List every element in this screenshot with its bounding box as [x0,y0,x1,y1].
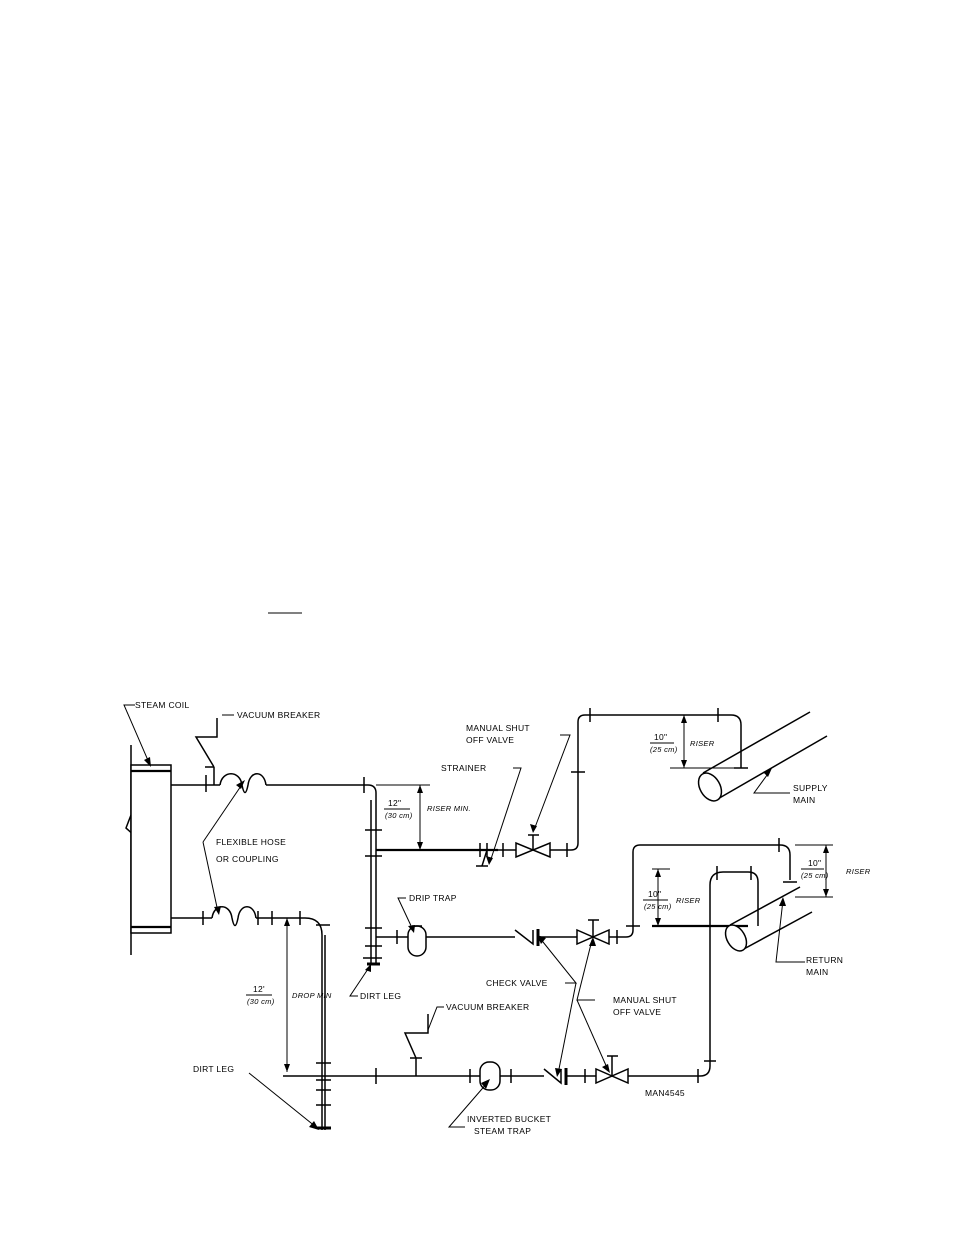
return-main-label-1: RETURN [806,955,843,965]
return-main-label-2: MAIN [806,967,828,977]
return-riser-outer-label: RISER [846,867,871,876]
vacuum-breaker-top-label: VACUUM BREAKER [237,710,320,720]
drop-min-dimension: 12' (30 cm) DROP MIN [246,918,332,1072]
return-riser-outer-dimension: 10" (25 cm) RISER [795,844,871,898]
dirt-leg-mid-label: DIRT LEG [360,991,401,1001]
inverted-bucket-label-2: STEAM TRAP [474,1126,531,1136]
drip-trap-branch [376,838,797,957]
supply-riser-num: 10" [654,732,667,742]
return-riser-inner-den: (25 cm) [644,902,672,911]
check-valve-label: CHECK VALVE [486,978,548,988]
manual-shut-bottom-label-2: OFF VALVE [613,1007,661,1017]
riser-min-dimension: 12" (30 cm) RISER MIN. [376,784,471,850]
return-riser-outer-num: 10" [808,858,821,868]
return-riser-inner-num: 10" [648,889,661,899]
strainer-label: STRAINER [441,763,486,773]
drop-min-den: (30 cm) [247,997,275,1006]
riser-min-den: (30 cm) [385,811,413,820]
leader-lines [123,704,805,1130]
riser-min-num: 12" [388,798,401,808]
manual-shut-bottom-label-1: MANUAL SHUT [613,995,677,1005]
manual-shut-top-label-2: OFF VALVE [466,735,514,745]
supply-main-label-2: MAIN [793,795,815,805]
upper-coil-outlet-pipe [171,718,377,800]
vacuum-breaker-bottom-label: VACUUM BREAKER [446,1002,529,1012]
drip-trap-label: DRIP TRAP [409,893,457,903]
riser-min-label: RISER MIN. [427,804,471,813]
steam-coil [125,745,172,955]
manual-shut-top-label-1: MANUAL SHUT [466,723,530,733]
supply-main-label-1: SUPPLY [793,783,828,793]
return-riser-inner-dimension: 10" (25 cm) RISER [643,868,748,928]
supply-riser-den: (25 cm) [650,745,678,754]
steam-coil-label: STEAM COIL [135,700,189,710]
supply-riser-label: RISER [690,739,715,748]
drop-min-label: DROP MIN [292,991,332,1000]
drop-min-num: 12' [253,984,265,994]
flexible-hose-label-2: OR COUPLING [216,854,279,864]
lower-coil-outlet-pipe [171,906,331,1130]
return-main-pipe [724,886,813,952]
dirt-leg-left-label: DIRT LEG [193,1064,234,1074]
return-riser-outer-den: (25 cm) [801,871,829,880]
supply-riser-dimension: 10" (25 cm) RISER [650,714,740,769]
flexible-hose-label-1: FLEXIBLE HOSE [216,837,286,847]
diagram-labels: STEAM COIL VACUUM BREAKER MANUAL SHUT OF… [135,700,843,1136]
inverted-bucket-label-1: INVERTED BUCKET [467,1114,551,1124]
drawing-id: MAN4545 [645,1088,685,1098]
return-riser-inner-label: RISER [676,896,701,905]
supply-branch [376,708,748,867]
vertical-riser [363,800,382,966]
supply-main-pipe [697,711,828,802]
